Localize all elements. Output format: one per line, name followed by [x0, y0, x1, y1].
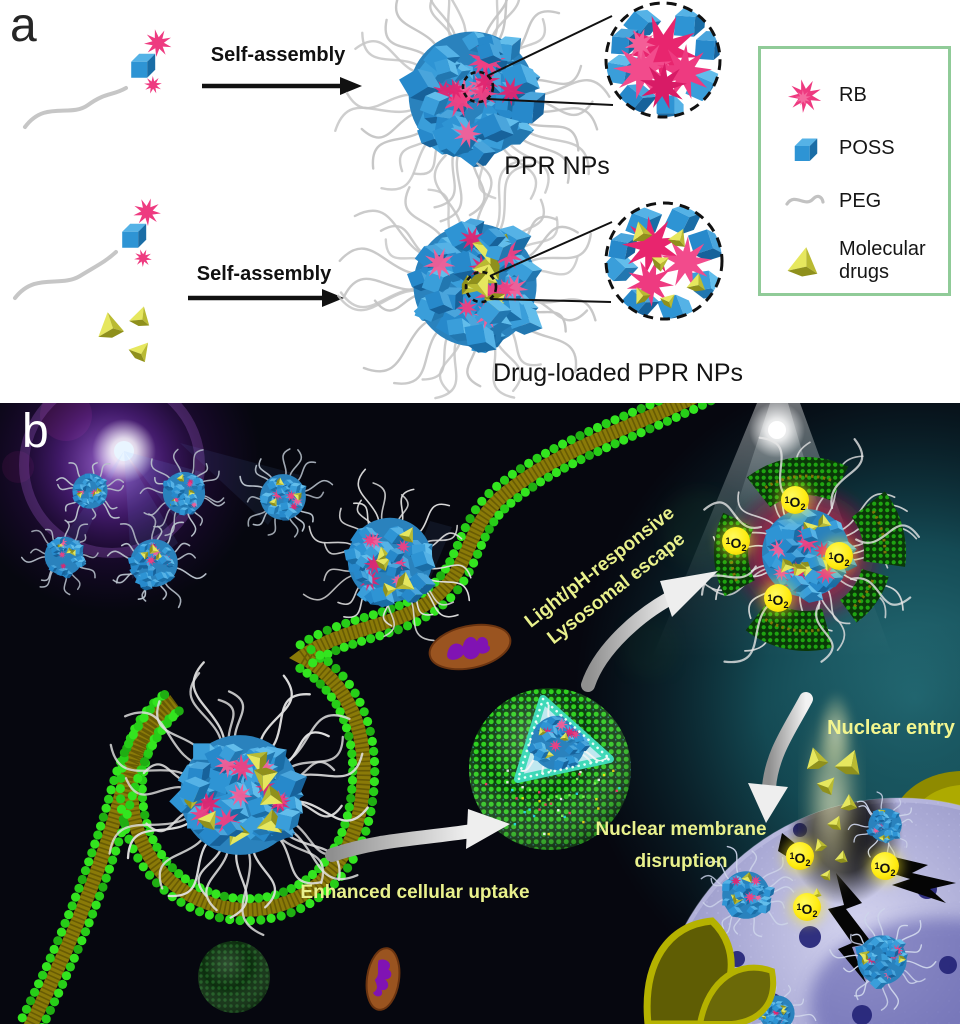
rb-star-icon [788, 78, 822, 113]
nuclear-membrane-line2: disruption [634, 851, 728, 872]
self-assembly-label-2: Self-assembly [196, 263, 332, 285]
nanoparticle [56, 462, 125, 523]
ppr-nps-label: PPR NPs [504, 152, 610, 180]
poss-cube-icon [794, 138, 818, 161]
panel-b-label: b [22, 405, 49, 458]
singlet-oxygen-badge: 1O2 [793, 893, 821, 921]
nuclear-entry-label: Nuclear entry [827, 717, 955, 739]
magnified-view-2 [604, 201, 724, 321]
self-assembly-label-1: Self-assembly [210, 44, 346, 66]
nuclear-arrow [748, 692, 813, 823]
panel-a-label: a [10, 0, 37, 52]
legend-item-poss: POSS [761, 122, 948, 175]
endoplasmic-reticulum-left [643, 917, 777, 1024]
legend-item-drugs: Molecular drugs [761, 228, 948, 294]
monomer-unit-1 [23, 29, 172, 129]
panel-b [0, 403, 960, 1024]
nanoparticle [700, 845, 795, 938]
singlet-oxygen-badge: 1O2 [781, 486, 809, 514]
peg-chain-icon [785, 194, 825, 206]
self-assembly-arrow-1 [202, 77, 362, 95]
legend-item-rb: RB [761, 69, 948, 122]
uptake-arrow [325, 809, 510, 862]
nanoparticle [302, 468, 472, 642]
mitochondrion-2 [365, 947, 401, 1011]
nuclear-membrane-disruption-label: Nuclear membrane disruption [551, 814, 811, 878]
panel-a: a Self-assembly Self-assembly PPR NPs Dr… [0, 0, 960, 403]
nanoparticle [847, 791, 913, 863]
nanoparticle [106, 513, 207, 609]
nanoparticle [108, 661, 369, 937]
singlet-oxygen-badge: 1O2 [871, 852, 899, 880]
nanoparticle [20, 519, 99, 596]
nanoparticle [829, 908, 937, 1011]
singlet-oxygen-badge: 1O2 [786, 842, 814, 870]
enhanced-cellular-uptake-label: Enhanced cellular uptake [300, 882, 530, 903]
legend-item-peg: PEG [761, 175, 948, 228]
cell-membrane [17, 403, 716, 1024]
magnified-view-1 [604, 1, 722, 119]
nanoparticle [334, 0, 611, 223]
legend-label-poss: POSS [839, 137, 895, 159]
drug-loaded-ppr-nps-label: Drug-loaded PPR NPs [492, 359, 744, 387]
endosome [469, 688, 631, 850]
singlet-oxygen-badge: 1O2 [722, 527, 750, 555]
legend: RB POSS PEG Molecular drugs [758, 46, 951, 296]
molecular-drugs-icon [787, 247, 818, 277]
nanoparticle [239, 448, 334, 538]
panel-a-graphics [13, 0, 724, 400]
nanoparticle [139, 448, 226, 537]
self-assembly-arrow-2 [188, 289, 344, 307]
escape-arrow [581, 571, 718, 692]
singlet-oxygen-badge: 1O2 [825, 542, 853, 570]
nanoparticle [337, 154, 597, 400]
dark-vesicle [198, 941, 270, 1013]
inspect-circle-1 [461, 70, 495, 104]
singlet-oxygen-badge: 1O2 [764, 584, 792, 612]
legend-label-peg: PEG [839, 190, 882, 212]
panel-b-graphics [0, 403, 960, 1024]
nanoparticle [702, 441, 918, 652]
legend-label-rb: RB [839, 84, 867, 106]
mitochondrion-1 [428, 623, 512, 671]
nuclear-membrane-line1: Nuclear membrane [595, 819, 767, 840]
nuclear-entry-drug-trail [804, 691, 860, 898]
legend-label-drugs: Molecular drugs [839, 238, 926, 283]
monomer-unit-2 [13, 198, 161, 363]
inspect-circle-2 [464, 270, 498, 304]
